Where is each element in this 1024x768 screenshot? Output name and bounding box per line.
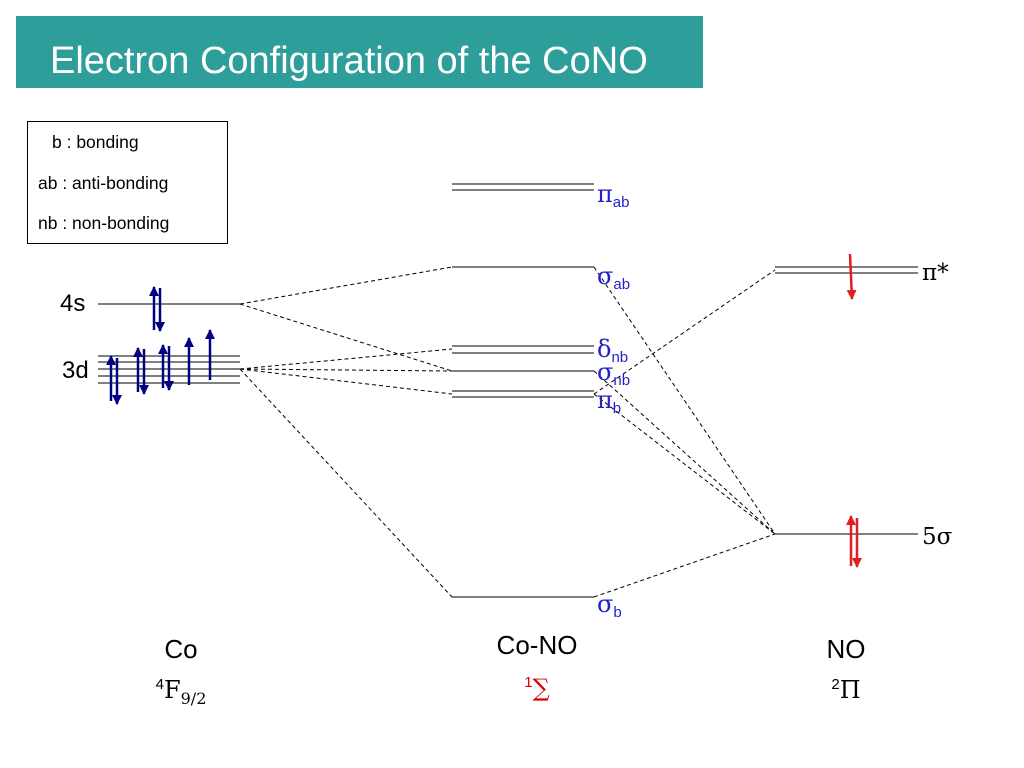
correlation-line xyxy=(593,269,776,395)
correlation-line xyxy=(593,266,776,535)
no-electrons xyxy=(846,253,862,568)
legend-box: b : bonding ab : anti-bonding nb : non-b… xyxy=(27,121,228,244)
no-term-symbol: 2Π xyxy=(831,676,861,704)
mo-label-sigma-b: σb xyxy=(597,590,622,621)
correlation-line xyxy=(239,368,453,395)
co-electrons xyxy=(106,286,215,405)
co-3d-label: 3d xyxy=(62,357,89,384)
co-4s-label: 4s xyxy=(60,290,86,317)
correlation-line xyxy=(239,368,453,372)
no-label: NO xyxy=(826,634,866,664)
legend-anti-bonding: ab : anti-bonding xyxy=(38,173,169,193)
co-term-symbol: 4F9/2 xyxy=(155,676,207,708)
complex-term-symbol: 1∑ xyxy=(524,674,550,702)
mo-label-pi-b: πb xyxy=(597,386,622,417)
correlation-line xyxy=(239,303,453,372)
no-levels xyxy=(775,266,918,535)
correlation-line xyxy=(593,370,776,535)
correlation-line xyxy=(239,266,453,305)
mo-label-delta-nb: δnb xyxy=(597,335,629,366)
co-label: Co xyxy=(164,634,198,664)
correlation-line xyxy=(239,368,453,598)
no-pi-star-label: π* xyxy=(922,260,949,286)
mo-label-pi-ab: πab xyxy=(597,180,630,211)
mo-label-sigma-ab: σab xyxy=(597,262,631,293)
no-5sigma-label: 5σ xyxy=(922,524,953,550)
correlation-line xyxy=(239,348,453,370)
page-title: Electron Configuration of the CoNO xyxy=(50,40,648,82)
complex-label: Co-NO xyxy=(496,630,578,660)
correlation-line xyxy=(593,533,776,598)
correlation-lines xyxy=(239,266,776,598)
correlation-line xyxy=(593,393,776,535)
legend-non-bonding: nb : non-bonding xyxy=(38,213,170,233)
complex-levels xyxy=(452,183,594,598)
mo-label-sigma-nb: σnb xyxy=(597,358,631,389)
electron-down-arrow xyxy=(846,253,857,300)
legend-bonding: b : bonding xyxy=(52,132,139,152)
title-banner: Electron Configuration of the CoNO xyxy=(16,16,703,88)
